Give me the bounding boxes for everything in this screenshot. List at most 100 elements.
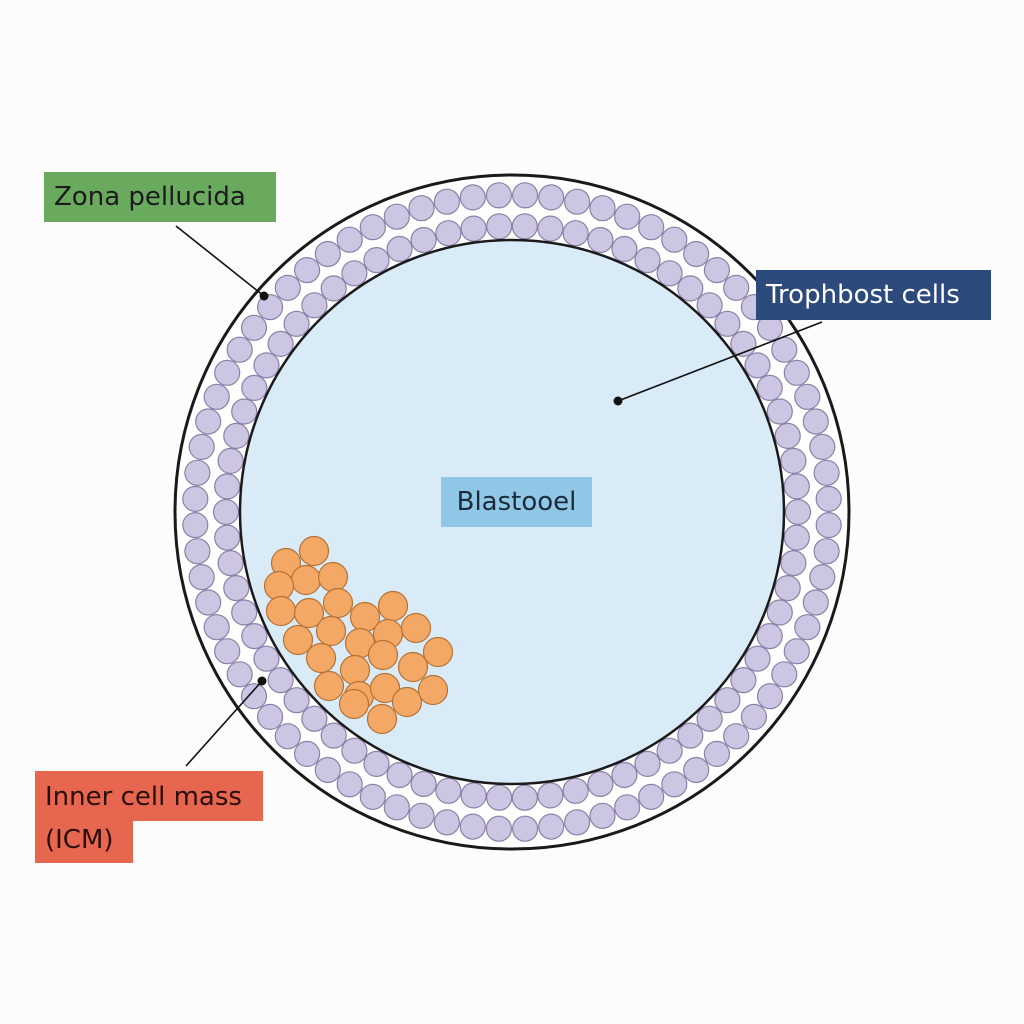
trophoblast-cell	[314, 756, 341, 784]
icm-cell	[265, 595, 297, 627]
trophoblast-cell	[257, 294, 284, 321]
trophoblast-cell	[301, 292, 328, 319]
trophoblast-cell	[294, 257, 321, 284]
trophoblast-cell	[274, 274, 301, 301]
trophoblast-cell	[253, 645, 280, 672]
trophoblast-cell	[638, 783, 665, 810]
trophoblast-cell	[274, 723, 301, 750]
trophoblast-cell	[283, 687, 310, 714]
trophoblast-cell	[634, 750, 661, 778]
trophoblast-cell	[677, 722, 704, 749]
icm-cell	[317, 561, 349, 593]
trophoblast-cell	[563, 809, 591, 836]
icm-cell	[391, 686, 423, 718]
trophoblast-cell	[182, 511, 209, 539]
icm-label-line1: Inner cell mass	[35, 771, 263, 821]
trophoblast-cell	[784, 498, 812, 526]
trophoblast-cell	[341, 260, 368, 287]
trophoblast-cell	[485, 182, 512, 209]
trophoblast-cell	[459, 184, 486, 211]
trophoblast-cell	[587, 770, 614, 798]
trophoblast-cell	[714, 687, 741, 714]
trophoblast-cell	[780, 447, 807, 474]
trophoblast-cell	[214, 638, 241, 665]
icm-cell	[282, 624, 314, 656]
trophoblast-cell	[188, 563, 215, 591]
icm-cell	[338, 688, 370, 720]
trophoblast-cell	[809, 563, 836, 591]
trophoblast-cell	[714, 310, 741, 337]
trophoblast-cell	[301, 705, 328, 732]
trophoblast-cell	[383, 794, 410, 821]
trophoblast-cell	[386, 235, 413, 263]
trophoblast-cell	[486, 213, 513, 240]
icm-cell	[366, 703, 398, 735]
trophoblast-cell	[813, 459, 840, 486]
trophoblast-cell	[359, 783, 386, 810]
trophoblast-cell	[656, 737, 683, 764]
trophoblast-cell	[433, 809, 460, 836]
trophoblast-cell	[212, 498, 240, 526]
zona-leader-dot	[259, 291, 269, 301]
zona-pellucida-label: Zona pellucida	[44, 172, 276, 222]
icm-cell	[397, 651, 429, 683]
trophoblast-cell	[435, 777, 462, 804]
trophoblast-cell	[184, 538, 211, 565]
trophoblast-cell	[703, 257, 731, 284]
icm-cell	[369, 672, 401, 704]
trophoblast-cell	[723, 274, 750, 301]
trophoblast-cell	[611, 235, 638, 263]
trophoblast-cell	[433, 188, 460, 215]
trophoblast-cell	[223, 574, 250, 602]
trophoblast-cell	[363, 750, 390, 778]
trophoblast-leader	[617, 321, 823, 402]
trophoblast-cell	[386, 761, 413, 789]
inner-cell-mass	[263, 535, 454, 735]
trophoblast-cell	[408, 195, 435, 222]
icm-cell	[339, 654, 371, 686]
trophoblast-cell	[683, 756, 710, 784]
trophoblast-cell	[730, 666, 757, 694]
trophoblast-cell	[435, 220, 462, 247]
icm-cell	[367, 639, 399, 671]
trophoblast-cell	[783, 473, 810, 500]
trophoblast-leader-dot	[613, 396, 623, 406]
trophoblast-cell	[511, 182, 539, 209]
trophoblast-cell	[766, 599, 793, 626]
icm-leader	[185, 680, 263, 767]
trophoblast-cell	[203, 383, 230, 410]
trophoblast-cell	[217, 549, 244, 577]
trophoblast-cell	[802, 589, 829, 616]
icm-leader-dot	[257, 676, 267, 686]
trophoblast-cell	[661, 226, 688, 253]
icm-cell	[315, 615, 347, 647]
trophoblast-cell	[231, 599, 258, 626]
trophoblast-cell	[774, 574, 801, 602]
trophoblast-cell	[656, 260, 683, 287]
trophoblast-cell	[661, 771, 688, 798]
trophoblast-cell	[562, 220, 589, 247]
trophoblast-cell	[195, 589, 222, 616]
icm-cell	[417, 674, 449, 706]
trophoblast-cell	[771, 661, 798, 688]
trophoblast-cell	[363, 247, 390, 274]
trophoblast-cell	[614, 794, 641, 821]
trophoblast-cell	[589, 802, 616, 829]
trophoblast-cell	[320, 722, 347, 749]
trophoblast-cell	[587, 226, 614, 254]
trophoblast-cell	[703, 740, 731, 768]
trophoblast-cell	[257, 703, 284, 731]
zona-leader	[175, 225, 265, 297]
trophoblast-cell	[226, 336, 253, 363]
trophoblast-cell	[217, 447, 244, 474]
trophoblast-cell	[562, 777, 589, 804]
trophoblast-cell	[184, 459, 211, 486]
trophoblast-cell	[214, 524, 241, 551]
trophoblast-cell	[241, 374, 268, 401]
trophoblast-cell	[336, 771, 363, 798]
trophoblast-cell	[241, 622, 268, 650]
icm-cell	[293, 597, 325, 629]
trophoblast-cell	[214, 473, 241, 500]
trophoblast-cell	[203, 614, 230, 641]
trophoblast-cell	[485, 815, 512, 842]
